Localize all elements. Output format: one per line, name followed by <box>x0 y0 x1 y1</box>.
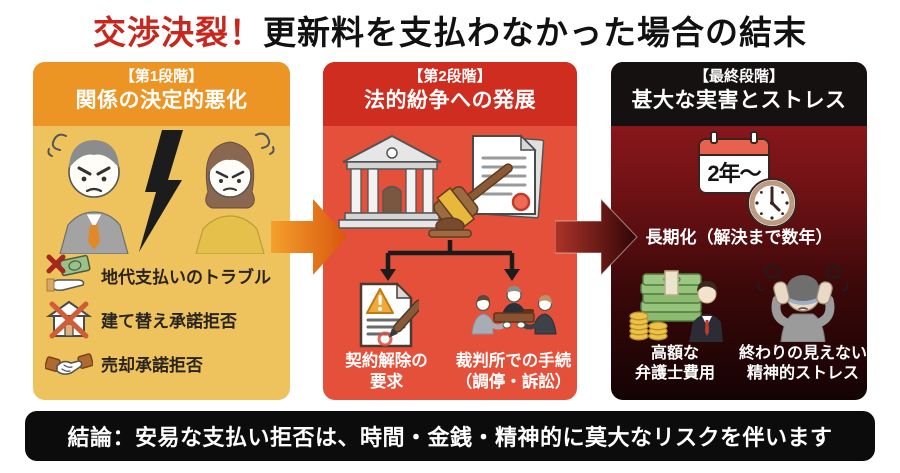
conclusion-text: 結論：安易な支払い拒否は、時間・金銭・精神的に莫大なリスクを伴います <box>67 425 833 450</box>
impact-label: 高額な 弁護士費用 <box>634 345 715 382</box>
duration-note: 長期化（解決まで数年） <box>645 228 833 247</box>
title-main: 更新料を支払わなかった場合の結末 <box>263 14 807 51</box>
lightning-bolt-icon <box>139 130 183 252</box>
stage3-header: 【最終段階】 甚大な実害とストレス <box>611 62 867 126</box>
stage2-panel: 【第2段階】 法的紛争への発展 <box>323 62 577 400</box>
calendar-value: 2年〜 <box>707 161 761 186</box>
stage1-tag: 【第1段階】 <box>119 68 204 85</box>
steam-puff-icon <box>255 132 275 155</box>
conclusion-bar: 結論：安易な支払い拒否は、時間・金銭・精神的に莫大なリスクを伴います <box>25 411 875 461</box>
branch-court-procedure: 裁判所での手続 （調停・訴訟） <box>450 282 577 392</box>
courthouse-icon <box>338 134 446 229</box>
impact-mental-stress: 終わりの見えない 精神的ストレス <box>739 262 867 384</box>
steam-puff-icon <box>47 133 67 157</box>
calendar-band <box>700 140 768 156</box>
stage2-branches: 契約解除の 要求 <box>323 282 577 392</box>
stage2-header: 【第2段階】 法的紛争への発展 <box>323 62 577 126</box>
stage3-heading: 甚大な実害とストレス <box>631 88 847 112</box>
rebuild-refusal-icon <box>45 298 93 340</box>
stage2-tag: 【第2段階】 <box>408 68 492 85</box>
list-item: 地代支払いのトラブル <box>45 254 286 296</box>
stage1-to-stage2-arrow-icon <box>271 199 347 275</box>
trouble-label: 建て替え承諾拒否 <box>101 311 237 331</box>
calendar-pin <box>710 131 718 144</box>
branch-connector-arrows <box>380 240 520 281</box>
payment-trouble-icon <box>45 254 93 296</box>
stage3-impacts: 高額な 弁護士費用 <box>611 262 867 384</box>
stage1-trouble-list: 地代支払いのトラブル 建て替え承諾拒否 <box>45 254 286 382</box>
legal-document-icon <box>472 134 545 219</box>
branch-label: 裁判所での手続 （調停・訴訟） <box>455 352 572 391</box>
trouble-label: 売却承諾拒否 <box>101 355 203 375</box>
trouble-label: 地代支払いのトラブル <box>101 267 271 287</box>
stage3-panel: 【最終段階】 甚大な実害とストレス 2年〜 長期化（解決まで数年） <box>611 62 867 400</box>
mental-stress-icon <box>755 262 851 342</box>
stage3-tag: 【最終段階】 <box>693 68 784 85</box>
stage1-header: 【第1段階】 関係の決定的悪化 <box>33 62 290 126</box>
contract-termination-icon <box>355 282 419 348</box>
gavel-icon <box>428 163 513 238</box>
court-procedure-icon <box>466 282 562 348</box>
impact-lawyer-fees: 高額な 弁護士費用 <box>611 262 739 384</box>
branch-contract-termination: 契約解除の 要求 <box>323 282 450 392</box>
stage2-to-stage3-arrow-icon <box>555 197 638 277</box>
angry-woman-figure <box>195 141 265 254</box>
lawyer-fees-icon <box>627 262 723 342</box>
stress-squiggles <box>757 264 849 291</box>
list-item: 売却承諾拒否 <box>45 344 286 382</box>
angry-landlord-tenant-illustration <box>47 130 275 254</box>
stage1-panel: 【第1段階】 関係の決定的悪化 <box>33 62 290 400</box>
courthouse-gavel-illustration <box>338 134 545 238</box>
clock-icon <box>747 178 797 228</box>
stage2-heading: 法的紛争への発展 <box>364 88 536 112</box>
impact-label: 終わりの見えない 精神的ストレス <box>739 345 868 382</box>
sale-refusal-icon <box>45 342 93 384</box>
stage1-heading: 関係の決定的悪化 <box>75 88 248 112</box>
angry-man-figure <box>59 140 129 254</box>
list-item: 建て替え承諾拒否 <box>45 298 286 340</box>
title-highlight: 交渉決裂！ <box>93 14 263 51</box>
branch-label: 契約解除の 要求 <box>345 352 428 391</box>
calendar-pin <box>750 131 758 144</box>
page-title: 交渉決裂！更新料を支払わなかった場合の結末 <box>0 6 900 54</box>
